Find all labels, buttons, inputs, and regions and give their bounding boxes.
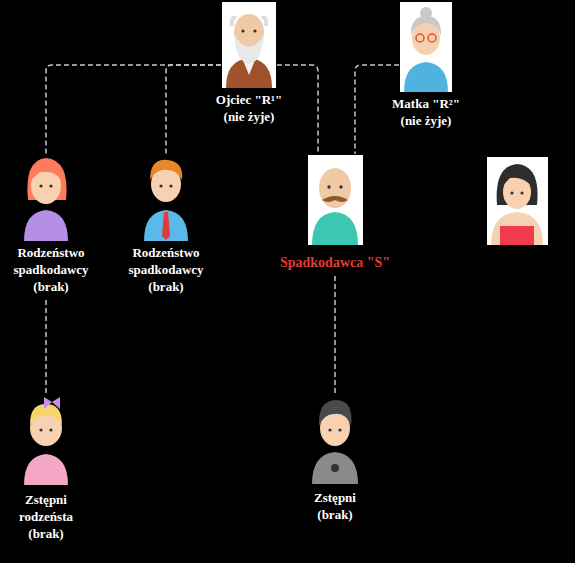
person-label: Matka "R²" (nie żyje) — [381, 95, 471, 129]
niece-icon — [24, 397, 68, 485]
person-label: Zstępni (brak) — [305, 489, 365, 523]
kinship-line — [45, 300, 47, 395]
person-label: Rodzeństwo spadkodawcy (brak) — [120, 244, 212, 295]
person-label: Ojciec "R¹" (nie żyje) — [204, 91, 294, 125]
kinship-line — [277, 65, 318, 154]
kinship-line — [46, 65, 221, 154]
person-label: Spadkodawca "S" — [280, 254, 390, 271]
father-icon — [222, 2, 276, 88]
person-node: Zstępni (brak) — [303, 398, 367, 523]
sister-icon — [24, 158, 68, 241]
son-icon — [312, 400, 358, 484]
person-node: Spadkodawca "S" — [278, 155, 393, 271]
person-label: Zstępni rodzeństa (brak) — [6, 491, 86, 542]
kinship-line — [166, 65, 221, 154]
person-node: Ojciec "R¹" (nie żyje) — [202, 2, 296, 125]
brother-icon — [144, 160, 188, 241]
mother-icon — [400, 2, 452, 92]
kinship-line — [334, 276, 336, 396]
person-node: Matka "R²" (nie żyje) — [379, 2, 473, 129]
person-node: Zstępni rodzeństa (brak) — [4, 397, 88, 542]
person-node: Rodzeństwo spadkodawcy (brak) — [118, 155, 214, 295]
heir-leaver-icon — [308, 155, 363, 245]
person-node: Rodzeństwo spadkodawcy (brak) — [3, 155, 99, 295]
person-label: Rodzeństwo spadkodawcy (brak) — [5, 244, 97, 295]
spouse-icon — [487, 157, 548, 245]
